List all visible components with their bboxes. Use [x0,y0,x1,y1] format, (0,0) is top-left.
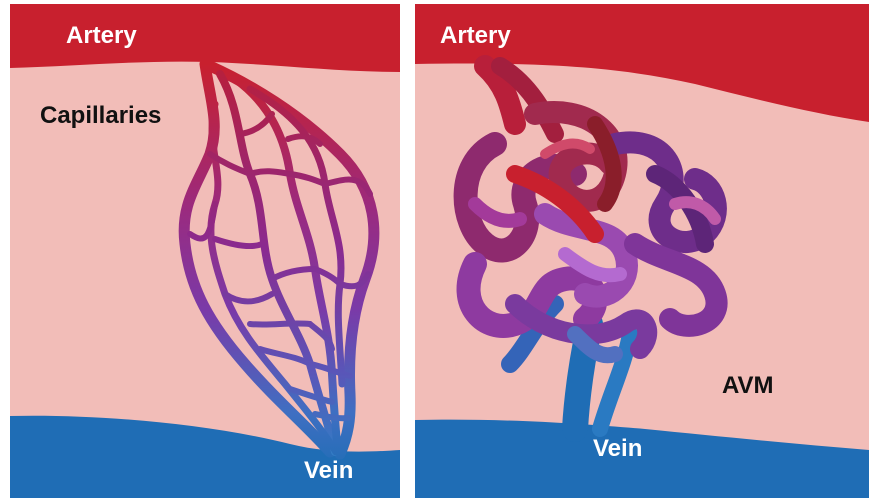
artery-label: Artery [440,24,511,48]
avm-illustration [415,4,869,498]
normal-vessels-illustration [10,4,400,498]
vein-label: Vein [593,437,642,461]
vein-label: Vein [304,459,353,483]
avm-nidus [466,112,717,355]
capillary-network [184,64,374,454]
capillaries-label: Capillaries [40,104,161,128]
feeding-artery [485,66,555,134]
avm-label: AVM [722,374,774,398]
avm-panel: Artery AVM Vein [415,4,869,498]
artery-label: Artery [66,24,137,48]
normal-vessels-panel: Artery Capillaries Vein [10,4,400,498]
